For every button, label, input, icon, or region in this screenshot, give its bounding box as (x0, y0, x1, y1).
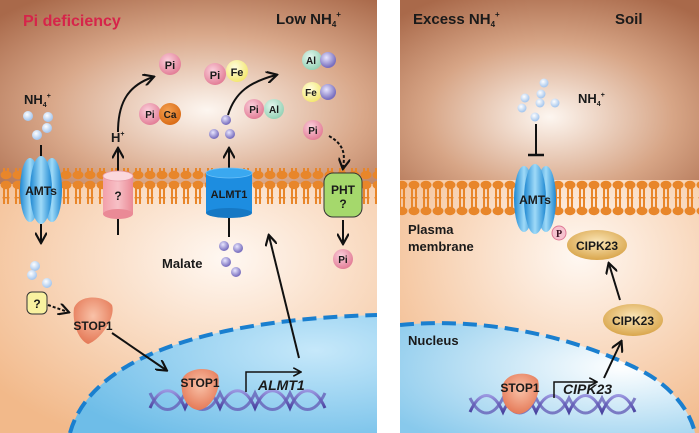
svg-text:Al: Al (269, 105, 279, 116)
nucleus-label: Nucleus (408, 333, 459, 348)
amts-label-right: AMTs (519, 193, 551, 207)
amts-label-left: AMTs (25, 184, 57, 198)
soil-region-right (400, 0, 699, 180)
nucleus-region (70, 315, 377, 433)
sensor-to-stop1-arrow (47, 305, 68, 312)
stop1-cytoplasm: STOP1 (73, 297, 113, 344)
phospho-group: P (551, 225, 567, 241)
svg-text:?: ? (339, 197, 346, 211)
al-malate-complex: Al (302, 50, 336, 70)
plasma-membrane (0, 168, 377, 204)
svg-text:Fe: Fe (305, 88, 317, 99)
svg-text:Pi: Pi (308, 126, 318, 137)
svg-text:P: P (556, 229, 562, 240)
almt1-expression-arrow (269, 236, 300, 359)
pi-fe-complex: Pi Fe (204, 60, 248, 85)
svg-text:CIPK23: CIPK23 (576, 239, 618, 253)
plasma-membrane-label: Plasma (408, 222, 454, 237)
title-excess-nh4: Excess NH4+ (413, 10, 500, 29)
svg-text:STOP1: STOP1 (73, 319, 112, 333)
stop1-nucleus-right: STOP1 (500, 373, 540, 414)
svg-text:Pi: Pi (338, 255, 348, 266)
nuclear-envelope-right (400, 321, 697, 433)
cipk23-recruit-arrow (609, 264, 621, 301)
cipk23-gene-label: CIPK23 (563, 381, 612, 397)
proton-to-pi-arrow (117, 77, 153, 133)
malate-chelation-arrow (227, 75, 276, 116)
svg-text:Pi: Pi (249, 105, 259, 116)
cipk23-expression-arrow (603, 342, 621, 379)
right-panel: Excess NH4+ Soil NH4+ AMTs P (400, 0, 699, 433)
svg-text:ALMT1: ALMT1 (211, 189, 248, 201)
unknown-sensor: ? (26, 291, 48, 315)
pi-inside: Pi (333, 249, 353, 269)
dna-helix-left (148, 389, 327, 412)
amts-transporter-left: AMTs (20, 156, 62, 224)
nh4-ions-inside (27, 261, 52, 288)
proton-label: H+ (111, 130, 124, 145)
svg-text:STOP1: STOP1 (180, 376, 219, 390)
soil-label: Soil (615, 11, 643, 28)
stop1-nucleus: STOP1 (180, 368, 220, 410)
svg-text:?: ? (33, 297, 40, 311)
svg-text:Pi: Pi (210, 70, 220, 82)
malate-label: Malate (162, 256, 202, 271)
fe-malate-complex: Fe (302, 82, 336, 102)
nh4-ions-excess (517, 78, 560, 122)
title-low-nh4: Low NH4+ (276, 10, 341, 29)
almt1-gene-label: ALMT1 (257, 377, 305, 393)
pi-ca-complex: Pi Ca (139, 103, 181, 125)
cipk23-cytosol: CIPK23 (603, 304, 663, 336)
svg-text:Pi: Pi (165, 60, 175, 72)
svg-text:PHT: PHT (331, 183, 356, 197)
malate-inside (219, 241, 243, 277)
almt1-transporter: ALMT1 (205, 167, 253, 218)
nh4-label: NH4+ (24, 92, 51, 109)
almt1-promoter-arrow (245, 372, 300, 392)
svg-text:Al: Al (306, 56, 316, 67)
pi-free: Pi (303, 120, 323, 140)
title-pi-deficiency: Pi deficiency (23, 13, 121, 30)
unknown-proton-transporter: ? (102, 170, 134, 219)
nuclear-envelope (68, 313, 377, 433)
amts-transporter-right: AMTs (514, 164, 556, 234)
cipk23-membrane: CIPK23 (567, 230, 627, 260)
svg-text:?: ? (114, 189, 121, 203)
left-panel: Pi deficiency Low NH4+ NH4+ AMTs (0, 0, 377, 433)
dna-helix-right (468, 394, 637, 416)
nh4-label-right: NH4+ (578, 91, 605, 108)
pht-transporter: PHT ? (323, 172, 363, 218)
cipk23-promoter-arrow (553, 382, 596, 398)
nh4-ions-outside (23, 111, 53, 140)
pi-uptake-dashed-arrow (328, 135, 344, 168)
pi-released: Pi (159, 53, 181, 75)
malate-outside (209, 115, 235, 139)
stop1-nuclear-import-arrow (111, 332, 166, 370)
svg-text:CIPK23: CIPK23 (612, 314, 654, 328)
pi-al-complex: Pi Al (244, 99, 284, 119)
svg-text:Pi: Pi (145, 110, 155, 121)
svg-text:Ca: Ca (164, 110, 177, 121)
svg-text:Fe: Fe (231, 67, 244, 79)
plasma-membrane-label-2: membrane (408, 239, 474, 254)
svg-text:STOP1: STOP1 (500, 381, 539, 395)
